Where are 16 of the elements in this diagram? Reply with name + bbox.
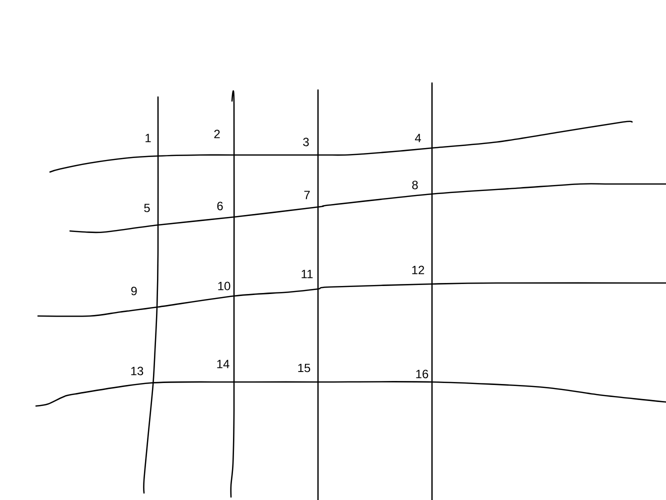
callout-number: 15	[298, 364, 310, 372]
callout-number: 11	[302, 270, 313, 278]
callout-number: 5	[144, 204, 150, 212]
callout-number: 16	[416, 370, 428, 378]
callout-number: 13	[131, 366, 144, 376]
callout-number: 2	[214, 130, 220, 138]
callout-number: 6	[217, 202, 223, 210]
callout-number: 3	[303, 138, 309, 146]
callout-number: 12	[412, 266, 424, 274]
callout-number: 4	[414, 134, 421, 142]
callout-number: 8	[412, 180, 418, 190]
callout-number: 9	[131, 286, 137, 296]
callout-number: 7	[304, 190, 310, 200]
callout-number: 1	[146, 134, 151, 142]
callout-number: 10	[218, 282, 230, 290]
callout-number: 14	[217, 360, 230, 368]
